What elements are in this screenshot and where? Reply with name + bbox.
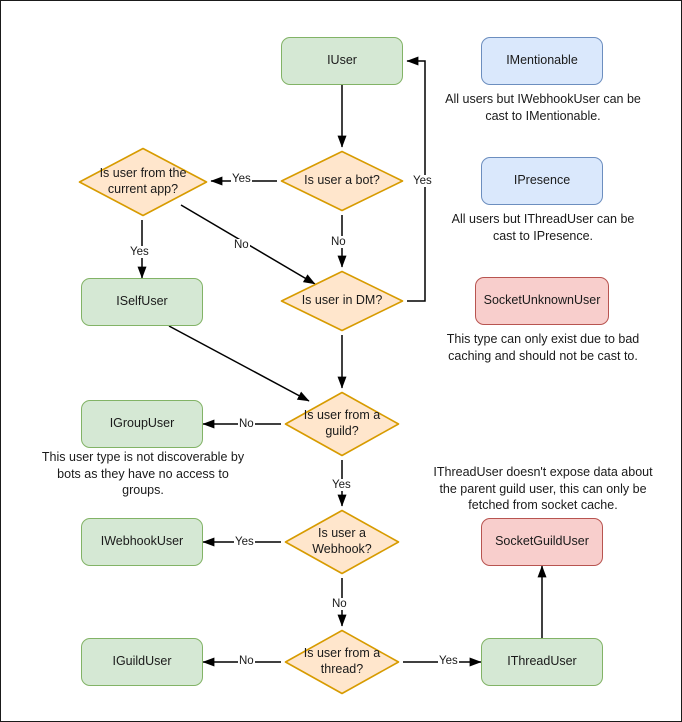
node-iselfuser[interactable]: ISelfUser — [81, 278, 203, 326]
diamond-shape — [284, 629, 400, 695]
node-iwebhookuser[interactable]: IWebhookUser — [81, 518, 203, 566]
node-label-is-current-app: Is user from the current app? — [99, 166, 187, 196]
node-label-socketunknownuser: SocketUnknownUser — [483, 293, 601, 308]
node-label-iselfuser: ISelfUser — [116, 294, 168, 309]
note-socketunknownuser: This type can only exist due to bad cach… — [446, 332, 640, 363]
diamond-shape — [284, 509, 400, 575]
node-ithreaduser[interactable]: IThreadUser — [481, 638, 603, 686]
label-webhook-no: No — [331, 598, 348, 610]
node-ipresence[interactable]: IPresence — [481, 157, 603, 205]
node-is-bot[interactable]: Is user a bot? — [277, 147, 407, 215]
label-thread-no: No — [238, 655, 255, 667]
label-webhook-yes: Yes — [234, 536, 255, 548]
node-label-ithreaduser: IThreadUser — [507, 654, 577, 669]
node-label-is-webhook: Is user a Webhook? — [312, 526, 372, 556]
node-label-iguilduser: IGuildUser — [112, 654, 172, 669]
label-guild-no: No — [238, 418, 255, 430]
node-label-socketguilduser: SocketGuildUser — [495, 534, 589, 549]
note-ipresence: All users but IThreadUser can be cast to… — [451, 212, 635, 243]
node-label-is-in-dm: Is user in DM? — [301, 293, 383, 308]
node-label-is-from-thread: Is user from a thread? — [303, 646, 381, 676]
node-label-ipresence: IPresence — [513, 173, 571, 188]
note-igroupuser: This user type is not discoverable by bo… — [41, 450, 245, 497]
node-socketunknownuser[interactable]: SocketUnknownUser — [475, 277, 609, 325]
node-label-igroupuser: IGroupUser — [109, 416, 175, 431]
node-igroupuser[interactable]: IGroupUser — [81, 400, 203, 448]
label-dm-yes: Yes — [412, 175, 433, 187]
label-app-yes: Yes — [129, 246, 150, 258]
note-imentionable: All users but IWebhookUser can be cast t… — [445, 92, 641, 123]
node-imentionable[interactable]: IMentionable — [481, 37, 603, 85]
node-is-from-guild[interactable]: Is user from a guild? — [281, 388, 403, 460]
node-label-iwebhookuser: IWebhookUser — [100, 534, 184, 549]
label-guild-yes: Yes — [331, 479, 352, 491]
label-bot-no: No — [330, 236, 347, 248]
node-label-is-bot: Is user a bot? — [304, 173, 380, 188]
node-label-is-from-guild: Is user from a guild? — [303, 408, 381, 438]
label-app-no: No — [233, 239, 250, 251]
node-is-from-thread[interactable]: Is user from a thread? — [281, 626, 403, 698]
node-is-webhook[interactable]: Is user a Webhook? — [281, 506, 403, 578]
label-thread-yes: Yes — [438, 655, 459, 667]
diamond-shape — [78, 147, 208, 217]
node-label-imentionable: IMentionable — [506, 53, 578, 68]
node-is-current-app[interactable]: Is user from the current app? — [75, 144, 211, 220]
node-is-in-dm[interactable]: Is user in DM? — [277, 267, 407, 335]
node-iuser[interactable]: IUser — [281, 37, 403, 85]
node-label-iuser: IUser — [327, 53, 357, 68]
node-iguilduser[interactable]: IGuildUser — [81, 638, 203, 686]
diamond-shape — [284, 391, 400, 457]
diamond-shape — [280, 150, 404, 212]
label-bot-yes: Yes — [231, 173, 252, 185]
diamond-shape — [280, 270, 404, 332]
note-socketguilduser: IThreadUser doesn't expose data about th… — [433, 465, 653, 512]
node-socketguilduser[interactable]: SocketGuildUser — [481, 518, 603, 566]
